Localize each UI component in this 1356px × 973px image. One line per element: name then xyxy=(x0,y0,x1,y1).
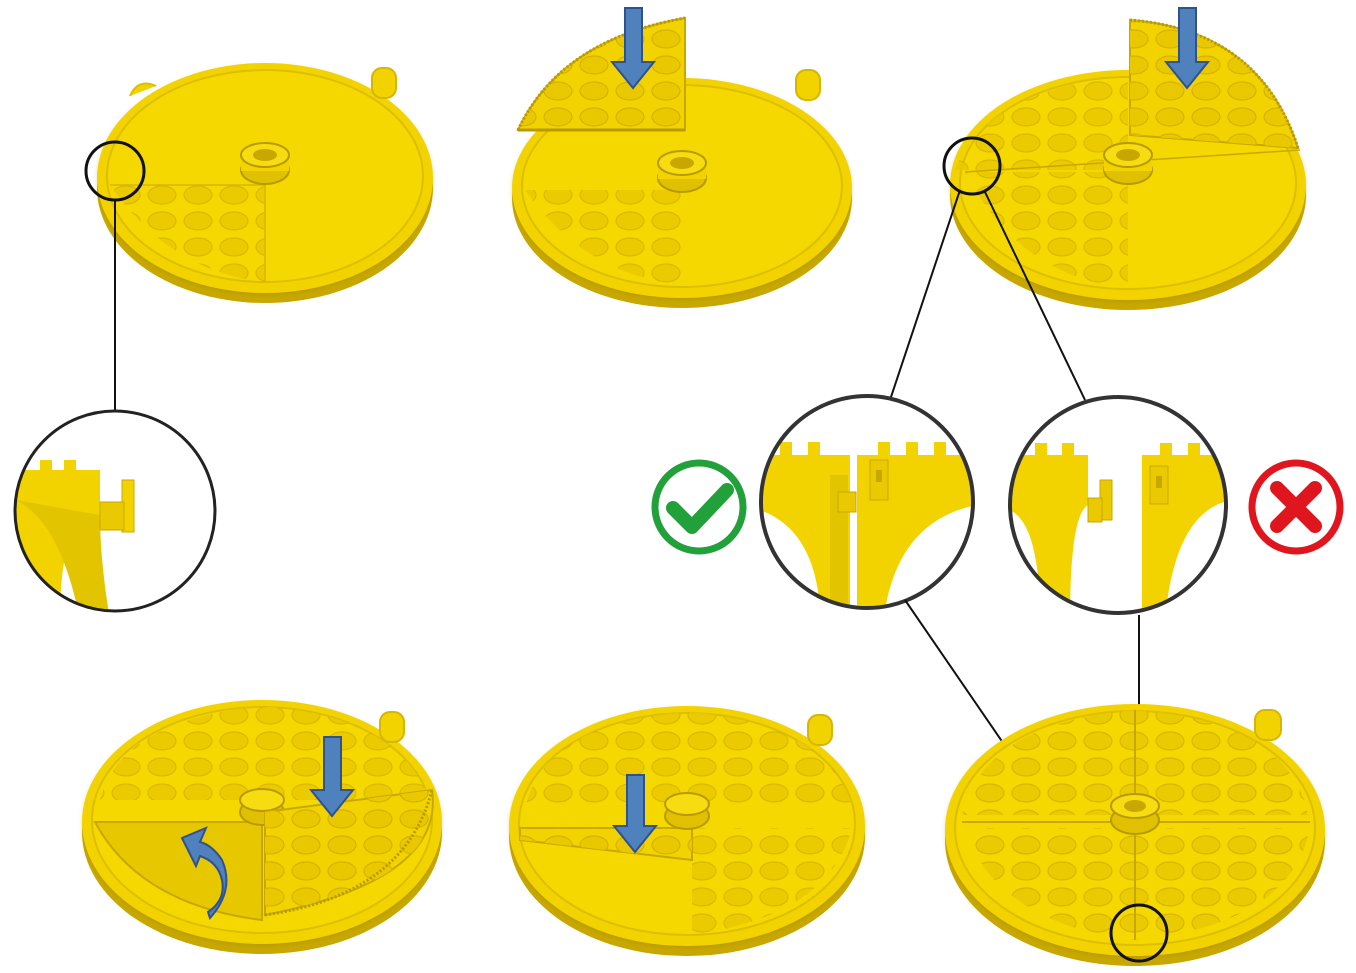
correct-zoom-detail xyxy=(759,394,975,610)
step-5-plate xyxy=(509,706,865,956)
step-1-plate xyxy=(97,63,433,303)
step-4-tray-quarter xyxy=(264,788,434,917)
step-6-detail-marker xyxy=(1109,903,1169,963)
curved-arrow-icon xyxy=(180,826,228,920)
step-3-leader-line-right xyxy=(984,191,1086,401)
step-3-detail-marker xyxy=(942,136,1002,196)
step-3-leader-line-left xyxy=(889,189,961,401)
incorrect-zoom-detail xyxy=(1008,395,1228,615)
step-2-plate xyxy=(512,69,852,308)
step-5-insert-arrow-icon xyxy=(611,774,659,854)
step-6-plate xyxy=(945,704,1325,966)
cross-circle-icon xyxy=(1248,459,1344,555)
step-3-tray-quarter xyxy=(1129,18,1300,150)
step-2-insert-arrow-icon xyxy=(609,7,657,90)
step-4-insert-arrow-icon xyxy=(308,736,356,818)
step-2-tray-quarter xyxy=(516,16,686,132)
step-1-zoom-detail xyxy=(13,409,217,613)
check-circle-icon xyxy=(651,459,747,555)
step-3-insert-arrow-icon xyxy=(1163,7,1211,90)
